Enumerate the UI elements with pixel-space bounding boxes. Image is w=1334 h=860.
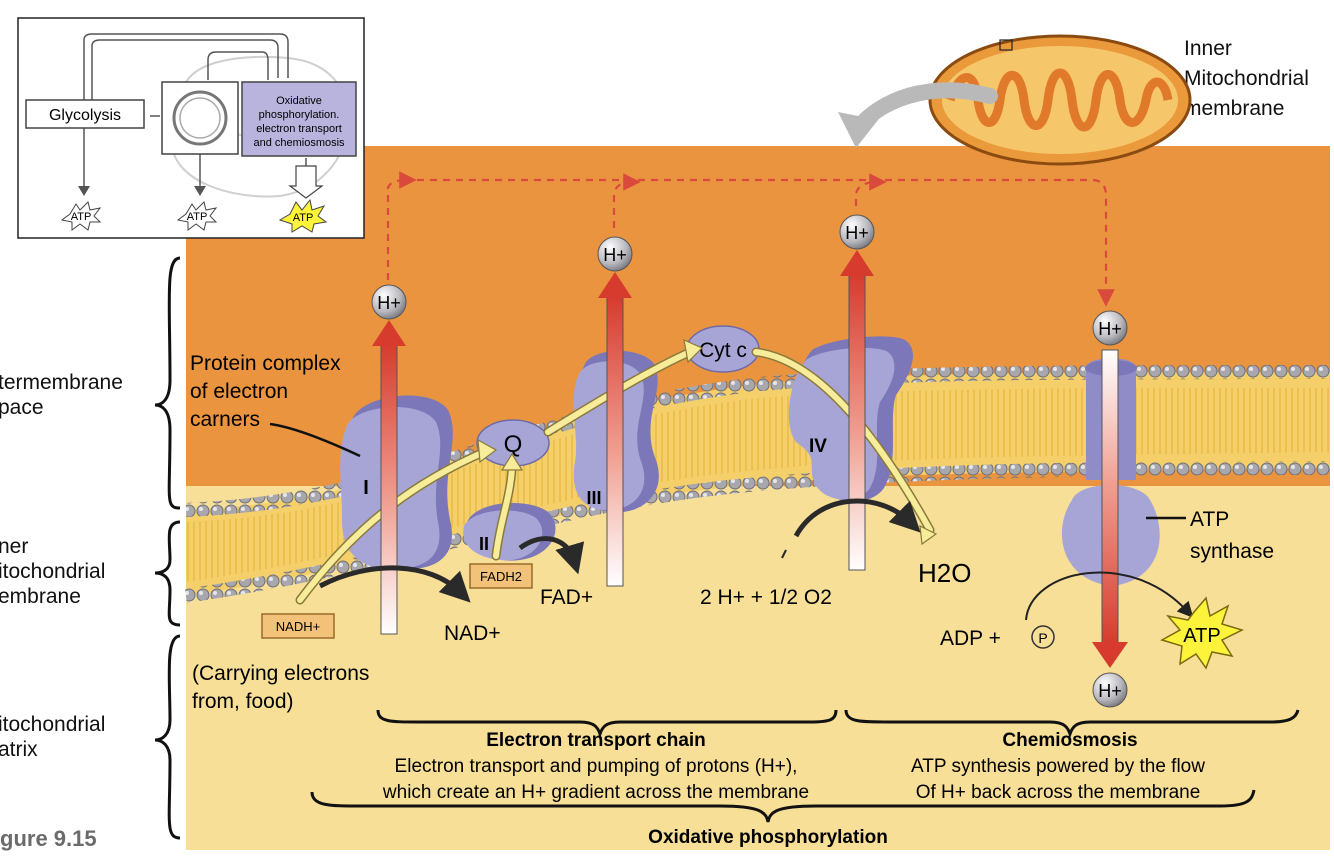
etc-desc-line1: Electron transport and pumping of proton… — [395, 756, 798, 777]
carrying-line2: from, food) — [192, 690, 294, 713]
h-plus-ion-1: H+ — [371, 284, 407, 320]
brace-oxphos — [310, 789, 1256, 823]
inset-glycolysis-label: Glycolysis — [49, 107, 121, 124]
proton-arrow-atp-synthase — [1092, 349, 1128, 668]
inset-oxidative-line2: phosphorylation. — [259, 109, 340, 121]
atp-product: ATP — [1160, 596, 1245, 670]
h-plus-ion-2: H+ — [597, 236, 633, 272]
h-plus-ion-3: H+ — [839, 214, 875, 250]
atp-product-label: ATP — [1183, 625, 1220, 647]
intermembrane-label-line1: termembrane — [0, 371, 123, 394]
matrix-side-label: itochondrial atrix — [0, 712, 105, 762]
oxygen-reaction-label: 2 H+ + 1/2 O2 — [700, 586, 832, 609]
inner-membrane-side-label: ner itochondrial embrane — [0, 534, 105, 609]
cyt-c-label: Cyt c — [699, 339, 747, 362]
adp-label: ADP + — [940, 627, 1001, 650]
complex-III-label: III — [586, 488, 601, 508]
carrying-line1: (Carrying electrons — [192, 662, 369, 685]
h-plus-text-3: H+ — [845, 223, 869, 243]
fadh2-label: FADH2 — [480, 569, 522, 584]
complex-II — [463, 502, 556, 561]
side-braces — [154, 256, 181, 840]
inset-oxidative-line1: Oxidative — [276, 95, 322, 107]
inner-membrane-title-line1: Inner — [1184, 37, 1232, 60]
protein-complex-line2: of electron — [190, 380, 288, 403]
brace-inner-membrane — [154, 520, 181, 627]
inset-atp-2: ATP — [187, 211, 208, 223]
inset-oxidative-line3: electron transport — [256, 123, 342, 135]
proton-arrow-complex-IV — [840, 250, 874, 571]
h-plus-ion-4: H+ — [1092, 310, 1128, 346]
chemiosmosis-title: Chemiosmosis — [1002, 730, 1137, 751]
phosphate-label: P — [1038, 630, 1047, 646]
brace-intermembrane — [154, 256, 181, 510]
atp-synthase-line2: synthase — [1190, 540, 1274, 563]
h-plus-text-4: H+ — [1098, 319, 1122, 339]
proton-arrow-complex-III — [598, 272, 632, 587]
inset-atp-3: ATP — [293, 212, 314, 224]
etc-title: Electron transport chain — [486, 730, 706, 751]
oxphos-title: Oxidative phosphorylation — [648, 827, 888, 848]
nad-label: NAD+ — [444, 622, 501, 645]
h-plus-text-1: H+ — [377, 293, 401, 313]
intermembrane-space-label: termembrane pace — [0, 370, 123, 420]
inner-membrane-label-line1: ner — [0, 535, 29, 558]
h-plus-text-2: H+ — [603, 245, 627, 265]
chemiosmosis-desc-line1: ATP synthesis powered by the flow — [911, 756, 1205, 777]
chemiosmosis-desc-line2: Of H+ back across the membrane — [916, 782, 1201, 803]
inset-oxidative-box — [241, 81, 357, 157]
complex-II-label: II — [479, 534, 489, 554]
q-label: Q — [504, 431, 523, 458]
inset-glycolysis-box — [25, 99, 145, 129]
mitochondrion-illustration — [928, 34, 1192, 166]
phosphate: P — [1031, 625, 1055, 649]
brace-chemiosmosis — [844, 709, 1300, 739]
bottom-braces — [310, 709, 1300, 823]
protein-complex-line1: Protein complex — [190, 352, 341, 375]
inset-atp-1: ATP — [71, 211, 92, 223]
cytochrome-c: Cyt c — [686, 325, 760, 373]
brace-matrix — [154, 634, 181, 840]
intermembrane-label-line2: pace — [0, 396, 44, 419]
matrix-label-line1: itochondrial — [0, 713, 106, 736]
atp-synthase-line1: ATP — [1190, 508, 1229, 531]
inset-oxidative-line4: and chemiosmosis — [253, 137, 345, 149]
inner-membrane-label-line3: embrane — [0, 585, 81, 608]
overview-inset: Glycolysis Oxidative phosphorylation. el… — [17, 17, 365, 239]
matrix-label-line2: atrix — [0, 738, 38, 761]
figure-number: gure 9.15 — [0, 826, 97, 851]
brace-etc — [376, 709, 838, 739]
fad-label: FAD+ — [540, 586, 593, 609]
inner-membrane-title-line2: Mitochondrial — [1184, 67, 1309, 90]
protein-complex-label: Protein complex of electron carners — [190, 352, 361, 458]
inner-membrane-title: Inner Mitochondrial membrane — [1184, 34, 1309, 124]
fadh2-box: FADH2 — [469, 563, 533, 589]
complex-I-label: I — [363, 477, 369, 499]
nadh-box: NADH+ — [261, 613, 335, 639]
proton-flow-dashed-path — [386, 171, 1115, 307]
water-label: H2O — [918, 558, 971, 588]
proton-arrow-complex-I — [372, 320, 406, 635]
etc-desc-line2: which create an H+ gradient across the m… — [382, 782, 809, 803]
atp-synthesis-arrow — [1025, 571, 1194, 621]
h-plus-text-5: H+ — [1098, 681, 1122, 701]
reaction-arrows — [318, 498, 921, 603]
protein-complex-line3: carners — [190, 408, 260, 431]
inner-membrane-label-line2: itochondrial — [0, 560, 106, 583]
complex-IV-label: IV — [809, 436, 827, 457]
atp-synthase-label: ATP synthase — [1146, 508, 1274, 563]
nadh-label: NADH+ — [276, 619, 320, 634]
zoom-arrow-head — [838, 112, 878, 148]
inner-membrane-title-line3: membrane — [1184, 97, 1285, 120]
h-plus-ion-5: H+ — [1092, 672, 1128, 708]
electron-path-arrowheads — [477, 338, 938, 546]
